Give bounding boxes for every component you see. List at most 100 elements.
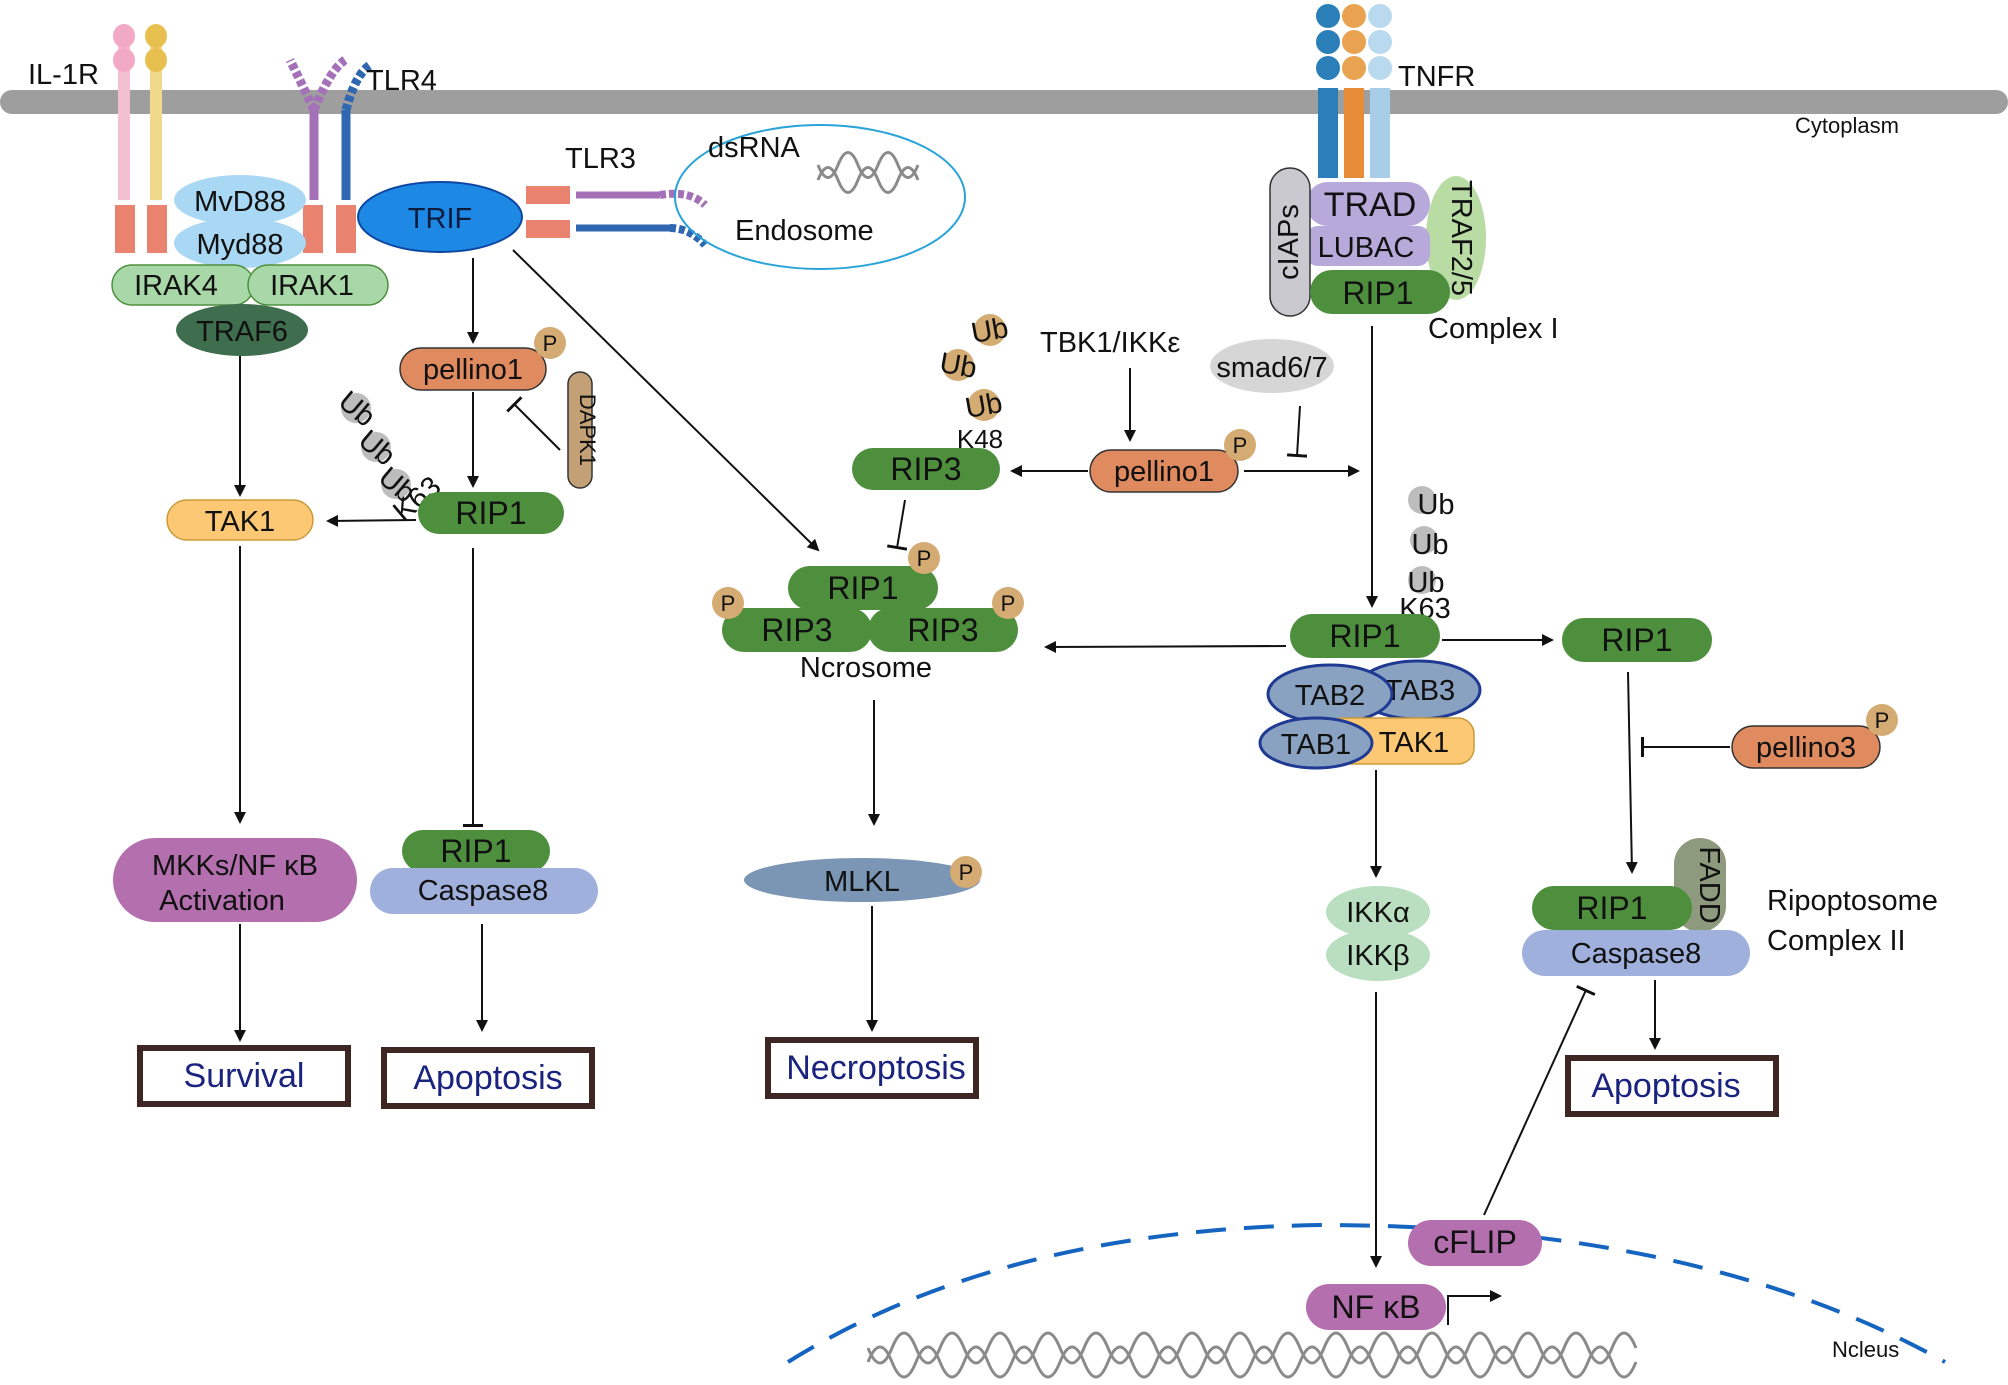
il1r-receptor xyxy=(113,24,167,253)
dapk1-label: DAPK1 xyxy=(575,394,600,466)
fadd-label: FADD xyxy=(1693,846,1725,923)
trad-label: TRAD xyxy=(1324,186,1417,224)
phospho-mlkl xyxy=(950,856,982,888)
phospho-pellino1-left-label: P xyxy=(543,331,558,356)
apoptosis-left-label: Apoptosis xyxy=(413,1059,562,1097)
tak1-right-label: TAK1 xyxy=(1379,727,1449,759)
rip1-right-label: RIP1 xyxy=(1601,622,1672,658)
myd88-node xyxy=(174,218,306,268)
phospho-necro-rip3a xyxy=(712,587,744,619)
tnfr-label: TNFR xyxy=(1398,61,1475,93)
pellino3-label: pellino3 xyxy=(1756,732,1856,764)
pellino1-mid-label: pellino1 xyxy=(1114,456,1214,488)
tab3-label: TAB3 xyxy=(1385,675,1455,707)
endosome xyxy=(674,124,966,270)
tlr3-receptor xyxy=(526,186,708,248)
dsrna-helix xyxy=(816,166,920,194)
nfkb-node xyxy=(1306,1284,1446,1330)
phospho-necro-rip3b xyxy=(992,587,1024,619)
phospho-necro-rip1 xyxy=(908,542,940,574)
traf6-label: TRAF6 xyxy=(196,316,288,348)
tak1-left-label: TAK1 xyxy=(205,506,275,538)
mlkl-label: MLKL xyxy=(824,866,900,898)
nucleus-label: Ncleus xyxy=(1832,1337,1899,1362)
rip1-ripo-label: RIP1 xyxy=(1576,890,1647,926)
dsrna-label: dsRNA xyxy=(708,132,801,164)
rip1-center-node xyxy=(1290,614,1440,658)
inhibition-lines xyxy=(463,396,1730,1216)
tlr4-label: TLR4 xyxy=(366,65,437,97)
tak1-left-node xyxy=(166,499,314,541)
necro-rip3b-label: RIP3 xyxy=(907,612,978,648)
irak1-label: IRAK1 xyxy=(270,270,354,302)
necroptosis-label: Necroptosis xyxy=(786,1049,966,1087)
necro-rip1-node xyxy=(788,566,938,610)
rip3-upper-label: RIP3 xyxy=(890,451,961,487)
mlkl-node xyxy=(744,858,980,902)
caspase8-left-node xyxy=(370,868,598,914)
lubac-node xyxy=(1306,226,1430,266)
cytoplasm-label: Cytoplasm xyxy=(1795,113,1899,138)
phospho-necro-rip3b-label: P xyxy=(1001,591,1016,616)
caspase8-left-label: Caspase8 xyxy=(418,875,549,907)
traf6-node xyxy=(176,304,308,356)
ikka-label: IKKα xyxy=(1346,897,1410,929)
rip1-right-node xyxy=(1562,618,1712,662)
tlr4-receptor xyxy=(285,56,373,253)
phospho-pellino1-mid xyxy=(1224,429,1256,461)
nucleus-envelope xyxy=(786,1222,1946,1364)
rip1-left-label: RIP1 xyxy=(455,495,526,531)
smad67-label: smad6/7 xyxy=(1216,352,1327,384)
cell-membrane xyxy=(0,90,2008,114)
irak4-label: IRAK4 xyxy=(134,270,218,302)
pellino3-node xyxy=(1731,725,1881,769)
rip1-left-node xyxy=(418,492,564,534)
complex1-label: Complex I xyxy=(1428,313,1559,345)
mkks-line2: Activation xyxy=(159,885,285,917)
ripoptosome-line2: Complex II xyxy=(1767,925,1906,957)
smad67-node xyxy=(1210,339,1334,393)
phospho-necro-rip1-label: P xyxy=(917,546,932,571)
survival-outcome xyxy=(137,1045,351,1107)
ub-right-3: Ub xyxy=(1407,567,1444,599)
dna-helix xyxy=(866,1345,1638,1379)
phospho-mlkl-label: P xyxy=(959,860,974,885)
ub-chain-right xyxy=(1408,486,1438,594)
mkks-line1: MKKs/NF κB xyxy=(152,850,318,882)
il1r-label: IL-1R xyxy=(28,59,99,91)
complex1-rip1-label: RIP1 xyxy=(1342,275,1413,311)
tab1-node xyxy=(1258,716,1374,770)
survival-label: Survival xyxy=(184,1057,305,1095)
tlr3-label: TLR3 xyxy=(565,143,636,175)
ub-chain-left xyxy=(341,393,411,499)
trad-node xyxy=(1306,182,1430,226)
rip1-caspase-node xyxy=(402,830,550,872)
ikkb-label: IKKβ xyxy=(1346,940,1409,972)
ikka-node xyxy=(1326,886,1430,938)
ub-chain-k48 xyxy=(942,314,1006,421)
mvd88-label: MvD88 xyxy=(194,186,286,218)
apoptosis-right-label: Apoptosis xyxy=(1591,1067,1740,1105)
ub-right-1: Ub xyxy=(1417,489,1454,521)
tbk1-label: TBK1/IKKε xyxy=(1040,327,1180,359)
apoptosis-right-outcome xyxy=(1565,1055,1779,1117)
mkks-nfkb-node xyxy=(113,838,357,922)
rip1-caspase-label: RIP1 xyxy=(440,833,511,869)
cflip-node xyxy=(1408,1220,1542,1266)
lubac-label: LUBAC xyxy=(1318,232,1415,264)
activation-arrows xyxy=(234,249,1661,1268)
ub-k48-3: Ub xyxy=(963,387,1005,425)
tnfr-receptor xyxy=(1316,4,1392,178)
phospho-pellino1-left xyxy=(534,327,566,359)
myd88-label: Myd88 xyxy=(196,229,283,261)
trif-label: TRIF xyxy=(408,203,472,235)
pellino1-left-node xyxy=(399,347,547,391)
rip1-center-label: RIP1 xyxy=(1329,618,1400,654)
pellino1-left-label: pellino1 xyxy=(423,354,523,386)
ub-k48-2: Ub xyxy=(937,347,979,385)
necro-rip3a-node xyxy=(722,608,872,652)
caspase8-right-node xyxy=(1522,930,1750,976)
cflip-label: cFLIP xyxy=(1433,1224,1517,1260)
endosome-label: Endosome xyxy=(735,215,874,247)
